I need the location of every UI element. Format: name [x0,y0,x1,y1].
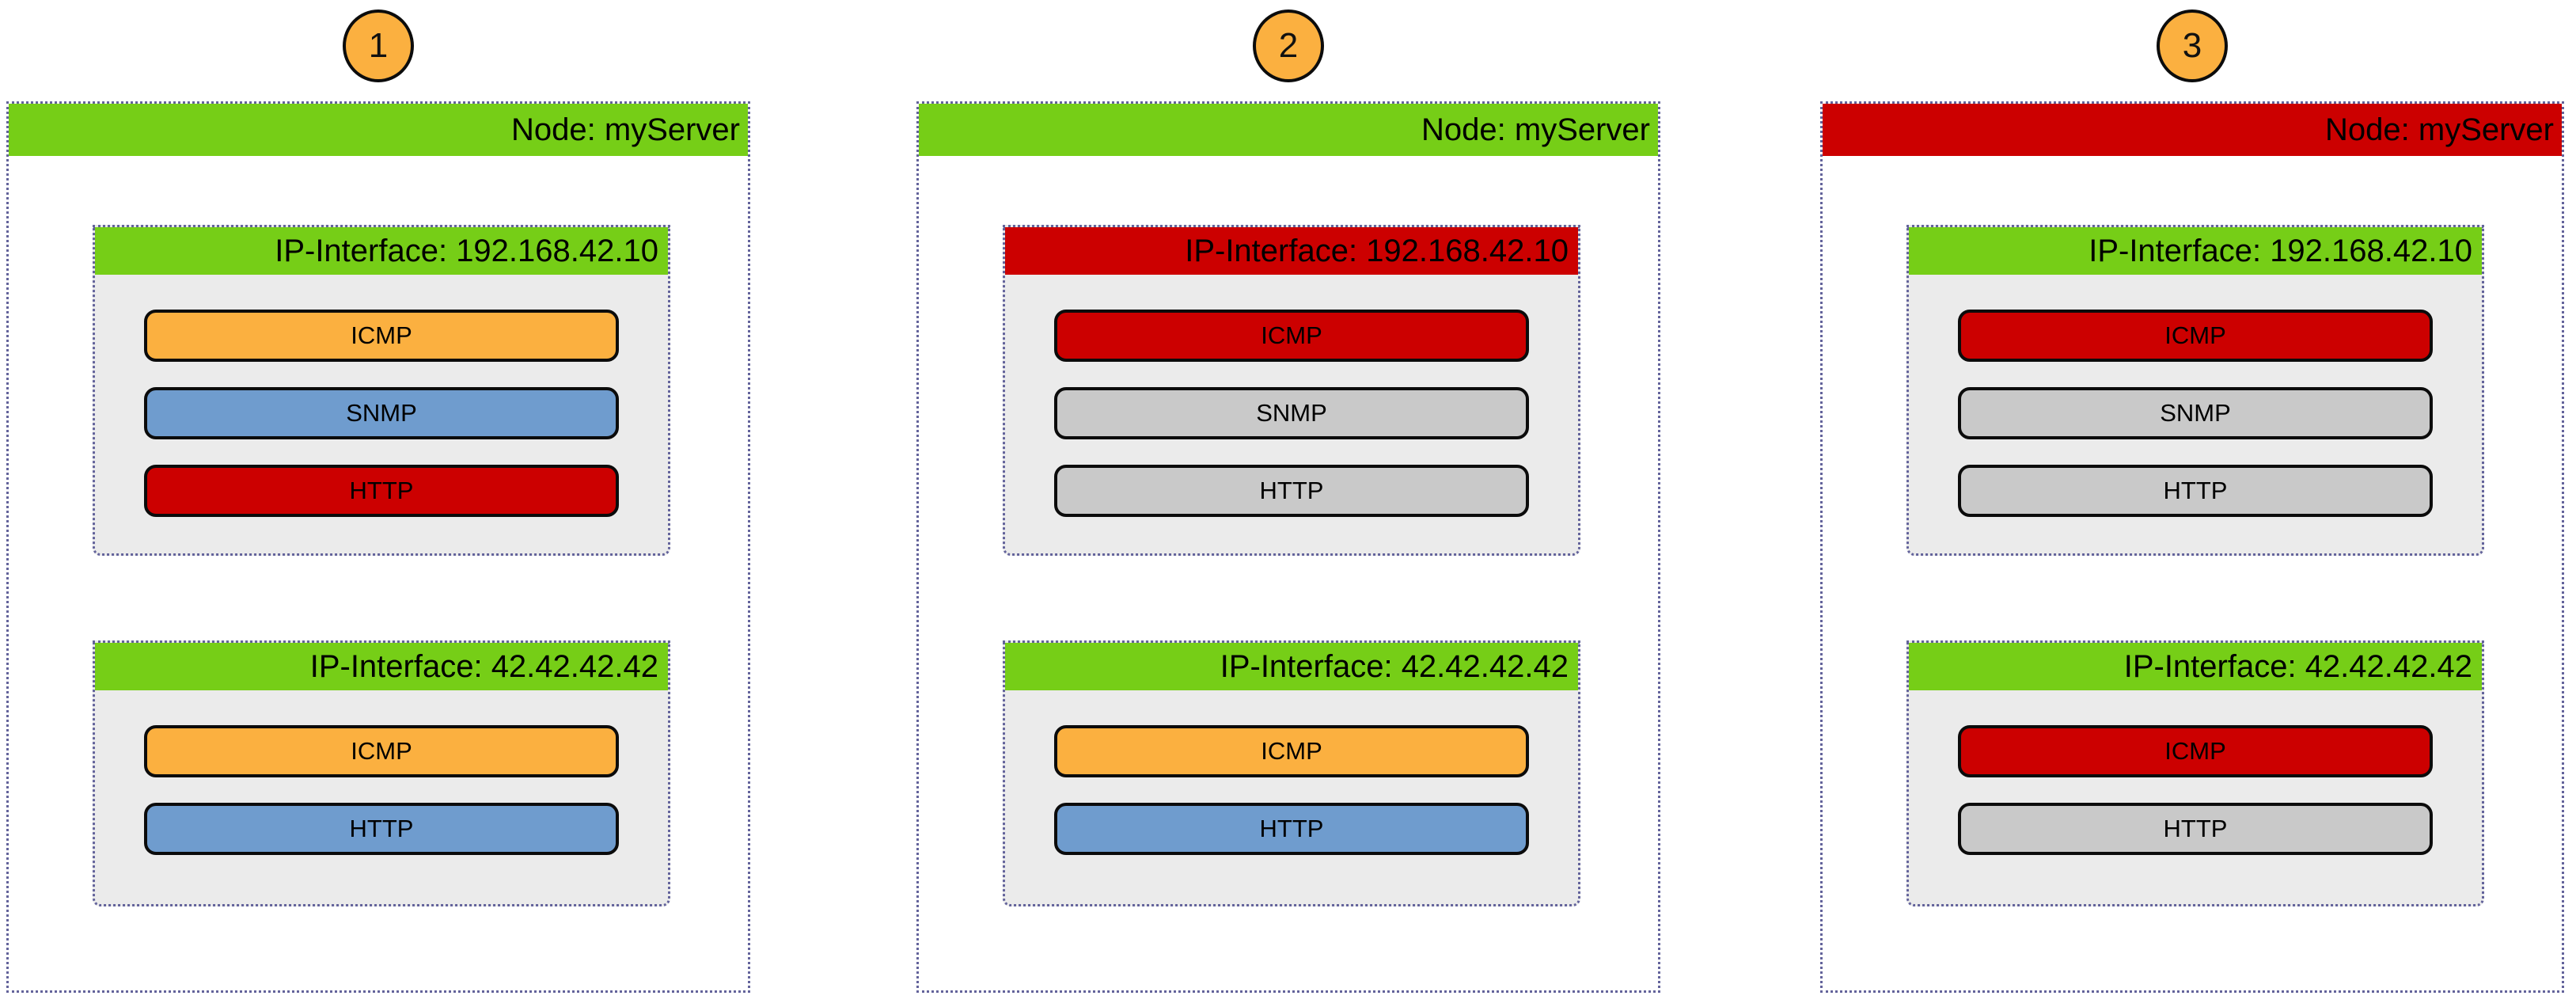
step-number: 1 [368,26,389,65]
service-pill: HTTP [1958,465,2433,517]
step-badge-circle: 1 [343,10,414,82]
service-pill: ICMP [144,310,619,362]
step-badge-circle: 3 [2157,10,2228,82]
ip-interface-header: IP-Interface: 42.42.42.42 [1909,643,2482,690]
service-pill: HTTP [144,465,619,517]
ip-interface-header: IP-Interface: 42.42.42.42 [1005,643,1578,690]
service-pill: HTTP [1054,803,1529,855]
node-panel: 3 Node: myServer IP-Interface: 192.168.4… [1820,0,2564,1007]
service-pill: ICMP [1054,725,1529,777]
service-pill: HTTP [144,803,619,855]
service-pill: ICMP [1054,310,1529,362]
node-container: Node: myServer IP-Interface: 192.168.42.… [916,101,1660,993]
step-number: 2 [1278,26,1299,65]
service-pill: HTTP [1054,465,1529,517]
service-pill: SNMP [144,387,619,439]
node-header: Node: myServer [9,104,748,156]
ip-interface-header: IP-Interface: 192.168.42.10 [95,227,668,275]
node-header: Node: myServer [1823,104,2562,156]
ip-interface-box: IP-Interface: 192.168.42.10 ICMP SNMP HTTP [1906,225,2484,556]
node-container: Node: myServer IP-Interface: 192.168.42.… [1820,101,2564,993]
service-pill: ICMP [1958,725,2433,777]
ip-interface-box: IP-Interface: 42.42.42.42 ICMP HTTP [1906,640,2484,906]
service-pill: SNMP [1958,387,2433,439]
node-panel: 2 Node: myServer IP-Interface: 192.168.4… [916,0,1660,1007]
ip-interface-header: IP-Interface: 42.42.42.42 [95,643,668,690]
service-pill: ICMP [144,725,619,777]
ip-interface-header: IP-Interface: 192.168.42.10 [1005,227,1578,275]
ip-interface-box: IP-Interface: 192.168.42.10 ICMP SNMP HTTP [93,225,670,556]
node-container: Node: myServer IP-Interface: 192.168.42.… [6,101,750,993]
node-header: Node: myServer [919,104,1658,156]
service-pill: ICMP [1958,310,2433,362]
step-badge-circle: 2 [1253,10,1324,82]
ip-interface-box: IP-Interface: 42.42.42.42 ICMP HTTP [1003,640,1580,906]
node-panel: 1 Node: myServer IP-Interface: 192.168.4… [6,0,750,1007]
ip-interface-box: IP-Interface: 192.168.42.10 ICMP SNMP HTTP [1003,225,1580,556]
service-pill: SNMP [1054,387,1529,439]
service-pill: HTTP [1958,803,2433,855]
ip-interface-box: IP-Interface: 42.42.42.42 ICMP HTTP [93,640,670,906]
ip-interface-header: IP-Interface: 192.168.42.10 [1909,227,2482,275]
step-number: 3 [2182,26,2202,65]
